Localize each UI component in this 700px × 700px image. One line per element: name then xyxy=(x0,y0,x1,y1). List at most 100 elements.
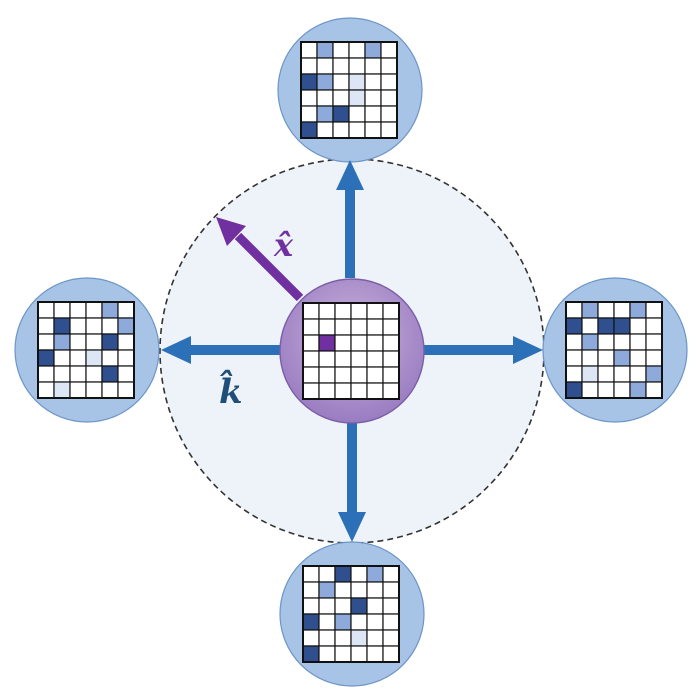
grid-cell xyxy=(69,333,87,351)
grid-cell xyxy=(350,318,368,336)
grid-cell xyxy=(645,317,663,335)
grid-cell xyxy=(316,121,334,139)
grid-cell xyxy=(334,382,352,400)
grid-cell xyxy=(382,613,400,631)
grid-cell xyxy=(366,382,384,400)
grid-cell xyxy=(613,317,631,335)
grid-cell xyxy=(382,334,400,352)
grid-cell xyxy=(302,645,320,663)
grid-cell xyxy=(117,317,135,335)
grid-cell xyxy=(366,565,384,583)
grid-cell xyxy=(300,89,318,107)
grid-cell xyxy=(565,333,583,351)
grid-cell xyxy=(302,366,320,384)
grid-cell xyxy=(101,381,119,399)
grid-cell xyxy=(302,382,320,400)
grid-cell xyxy=(318,302,336,320)
arrow-right xyxy=(424,336,543,364)
grid-cell xyxy=(69,317,87,335)
grid-cell xyxy=(318,629,336,647)
grid-cell xyxy=(316,73,334,91)
grid-cell xyxy=(629,381,647,399)
grid-cell xyxy=(37,317,55,335)
grid-cell xyxy=(597,301,615,319)
grid-cell xyxy=(613,333,631,351)
grid-cell xyxy=(366,597,384,615)
arrow-x-direction xyxy=(216,217,304,302)
grid-cell xyxy=(382,565,400,583)
grid-cell xyxy=(366,629,384,647)
grid-cell xyxy=(364,57,382,75)
grid-cell xyxy=(302,302,320,320)
grid-cell xyxy=(565,301,583,319)
grid-cell xyxy=(382,382,400,400)
grid-cell xyxy=(318,565,336,583)
grid-cell xyxy=(69,381,87,399)
grid-cell xyxy=(332,73,350,91)
grid-cell xyxy=(302,613,320,631)
grid-cell xyxy=(332,105,350,123)
node-left xyxy=(14,277,160,423)
grid-cell xyxy=(350,350,368,368)
grid-left xyxy=(37,301,135,399)
grid-cell xyxy=(348,89,366,107)
grid-cell xyxy=(565,317,583,335)
grid-cell xyxy=(581,349,599,367)
grid-cell xyxy=(613,365,631,383)
grid-cell xyxy=(366,581,384,599)
grid-border xyxy=(300,41,398,139)
grid-cell xyxy=(629,349,647,367)
grid-cell xyxy=(302,565,320,583)
grid-cell xyxy=(316,41,334,59)
grid-cell xyxy=(366,334,384,352)
grid-cell xyxy=(350,382,368,400)
grid-cell xyxy=(69,365,87,383)
k-hat-label: k̂ xyxy=(219,370,243,412)
grid-cell xyxy=(117,301,135,319)
grid-cell xyxy=(350,613,368,631)
grid-cell xyxy=(645,333,663,351)
grid-cell xyxy=(37,301,55,319)
arrow-up xyxy=(336,160,364,278)
grid-cell xyxy=(85,365,103,383)
node-center xyxy=(279,278,425,424)
grid-cell xyxy=(53,349,71,367)
grid-cell xyxy=(380,57,398,75)
grid-cell xyxy=(69,349,87,367)
grid-border xyxy=(565,301,663,399)
grid-cell xyxy=(318,334,336,352)
grid-cell xyxy=(380,121,398,139)
grid-cell xyxy=(334,366,352,384)
grid-cell xyxy=(380,73,398,91)
grid-cell xyxy=(597,333,615,351)
grid-cell xyxy=(318,597,336,615)
grid-cell xyxy=(117,349,135,367)
grid-cell xyxy=(334,597,352,615)
node-top xyxy=(277,17,423,163)
grid-cell xyxy=(350,366,368,384)
grid-cell xyxy=(364,41,382,59)
grid-cell xyxy=(332,121,350,139)
grid-cell xyxy=(581,301,599,319)
grid-cell xyxy=(629,301,647,319)
grid-cell xyxy=(350,334,368,352)
grid-cell xyxy=(37,365,55,383)
grid-cell xyxy=(302,334,320,352)
grid-cell xyxy=(597,381,615,399)
grid-cell xyxy=(85,333,103,351)
grid-cell xyxy=(334,350,352,368)
grid-cell xyxy=(53,301,71,319)
grid-cell xyxy=(629,365,647,383)
grid-border xyxy=(302,302,400,400)
arrow-down xyxy=(338,423,366,542)
grid-cell xyxy=(318,350,336,368)
grid-cell xyxy=(37,349,55,367)
grid-cell xyxy=(366,350,384,368)
grid-cell xyxy=(318,366,336,384)
grid-cell xyxy=(332,89,350,107)
grid-cell xyxy=(382,366,400,384)
grid-cell xyxy=(645,365,663,383)
grid-cell xyxy=(117,365,135,383)
grid-cell xyxy=(300,121,318,139)
grid-cell xyxy=(581,333,599,351)
